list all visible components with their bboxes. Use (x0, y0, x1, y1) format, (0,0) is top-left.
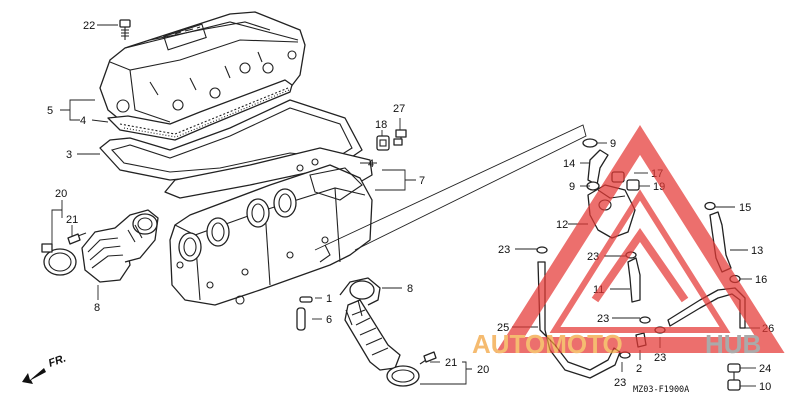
callout-labels: 22 5 4 3 4 7 18 27 20 21 8 1 6 8 21 20 9… (47, 20, 774, 395)
callout-9: 9 (569, 181, 575, 193)
watermark-text-automoto: AUTOMOTO (472, 329, 623, 359)
callout-21: 21 (66, 214, 78, 226)
front-arrow-icon (22, 368, 46, 384)
callout-8: 8 (94, 302, 100, 314)
callout-23: 23 (498, 244, 510, 256)
intake-funnel-left (81, 209, 159, 283)
air-cleaner-case (169, 158, 373, 306)
front-label: FR. (47, 352, 68, 369)
callout-12: 12 (556, 219, 568, 231)
callout-21: 21 (445, 357, 457, 369)
callout-9: 9 (610, 138, 616, 150)
hose-clamp-lower (386, 365, 420, 387)
callout-16: 16 (755, 274, 767, 286)
callout-22: 22 (83, 20, 95, 32)
callout-7: 7 (419, 175, 425, 187)
callout-14: 14 (563, 158, 575, 170)
drawing-code: MZ03-F1900A (633, 385, 689, 395)
watermark-logo: AUTOMOTO HUB (472, 125, 785, 359)
clip-1 (299, 296, 313, 303)
watermark-text-hub: HUB (705, 329, 761, 359)
long-leaders (314, 124, 587, 251)
callout-5: 5 (47, 105, 53, 117)
callout-2: 2 (636, 363, 642, 375)
callout-1: 1 (326, 293, 332, 305)
callout-23: 23 (597, 313, 609, 325)
bolt-27 (393, 129, 407, 146)
grommet-18 (376, 135, 390, 151)
callout-23: 23 (614, 377, 626, 389)
screw-21-lower (419, 351, 437, 365)
callout-23: 23 (654, 352, 666, 364)
callout-25: 25 (497, 322, 509, 334)
callout-13: 13 (751, 245, 763, 257)
intake-funnel-lower (339, 277, 401, 371)
bolt-22 (119, 19, 131, 40)
callout-3: 3 (66, 149, 72, 161)
callout-15: 15 (739, 202, 751, 214)
callout-18: 18 (375, 119, 387, 131)
air-cleaner-element (107, 79, 293, 141)
callout-4: 4 (80, 115, 86, 127)
hose-clamp-left (41, 243, 77, 276)
screw-21-left (67, 232, 87, 245)
callout-6: 6 (326, 314, 332, 326)
callout-20: 20 (477, 364, 489, 376)
callout-4: 4 (368, 158, 374, 170)
seal-ring (164, 147, 373, 199)
callout-20: 20 (55, 188, 67, 200)
callout-10: 10 (759, 381, 771, 393)
callout-24: 24 (759, 363, 771, 375)
callout-8: 8 (407, 283, 413, 295)
callout-27: 27 (393, 103, 405, 115)
drain-tube-6 (296, 307, 306, 331)
